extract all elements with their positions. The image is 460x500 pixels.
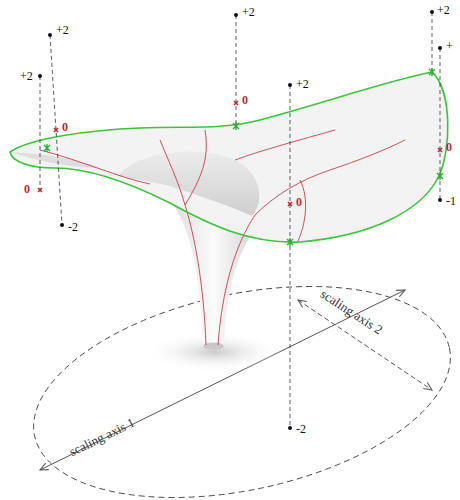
boundary-points xyxy=(44,68,443,246)
value-label: 0 xyxy=(242,94,248,106)
scaling-ellipse xyxy=(14,252,460,500)
value-label: 0 xyxy=(62,121,68,133)
value-label: +2 xyxy=(20,70,33,82)
axis-label: scaling axis 1 xyxy=(67,416,136,459)
value-label: +2 xyxy=(242,6,255,18)
value-label: 0 xyxy=(446,141,452,153)
boundary-curve xyxy=(10,72,448,242)
value-label: + xyxy=(446,40,453,52)
value-label: -2 xyxy=(68,221,78,233)
axis-label: scaling axis 2 xyxy=(318,287,384,336)
zero-marks xyxy=(38,101,442,206)
value-label: -1 xyxy=(446,195,456,207)
value-label: 0 xyxy=(296,196,302,208)
surface xyxy=(10,72,448,242)
value-label: 0 xyxy=(24,183,30,195)
value-label: +2 xyxy=(56,24,69,36)
value-dots xyxy=(38,10,442,430)
height-lines xyxy=(40,12,440,428)
value-label: +2 xyxy=(437,4,450,16)
throat xyxy=(118,152,259,216)
value-label: +2 xyxy=(296,78,309,90)
value-label: -2 xyxy=(296,423,306,435)
surface-curves xyxy=(40,130,405,345)
